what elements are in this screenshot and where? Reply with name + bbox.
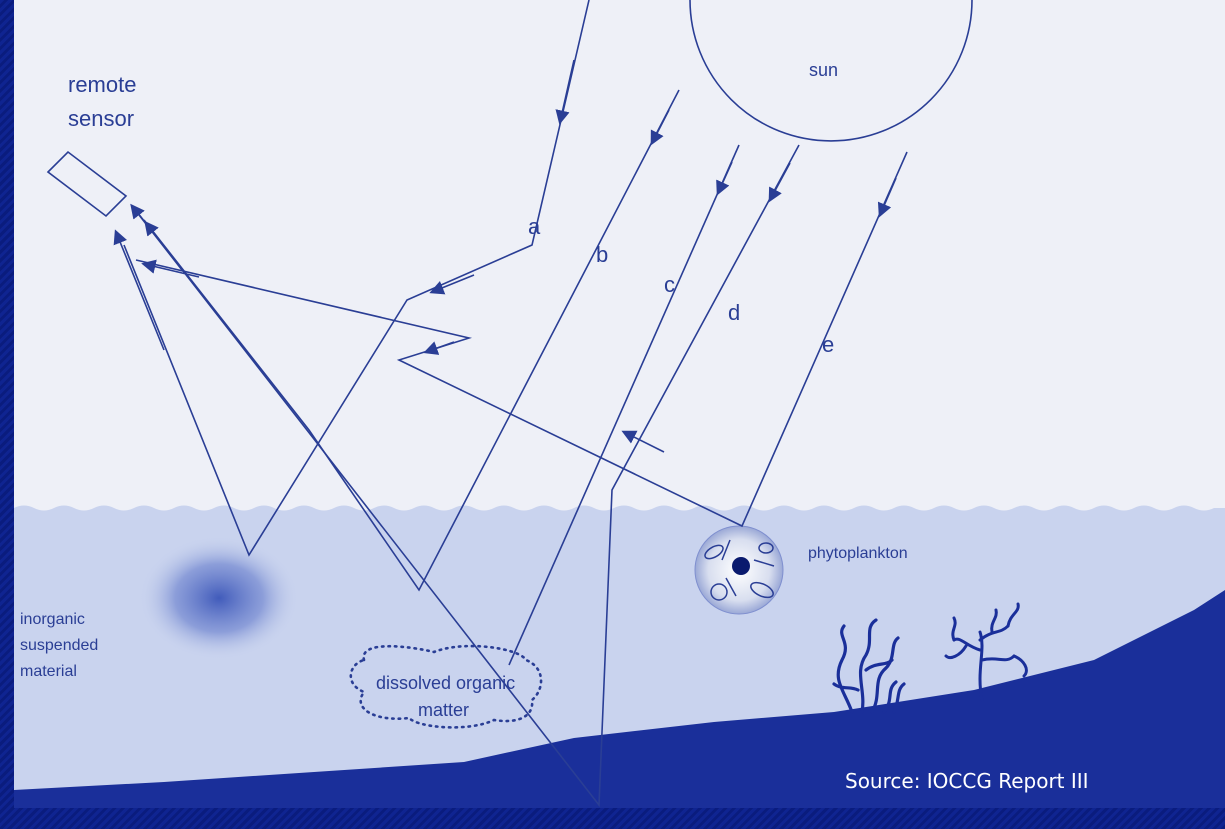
sun-label: sun <box>809 60 838 80</box>
ray-e-label: e <box>822 332 834 357</box>
inorganic-label-2: suspended <box>20 637 98 654</box>
ocean-color-diagram: sun remote sensor inorganic suspended ma… <box>14 0 1225 808</box>
ray-a <box>124 0 589 555</box>
phytoplankton-cluster <box>695 526 783 614</box>
remote-sensor-label-1: remote <box>68 72 136 97</box>
dom-label-1: dissolved organic <box>376 673 515 693</box>
ray-c-label: c <box>664 272 675 297</box>
ray-d-label: d <box>728 300 740 325</box>
inorganic-cloud <box>139 536 299 660</box>
inorganic-label-1: inorganic <box>20 611 85 628</box>
source-credit: Source: IOCCG Report III <box>845 769 1089 793</box>
remote-sensor-label-2: sensor <box>68 106 134 131</box>
inorganic-label-3: material <box>20 663 77 680</box>
ray-e <box>136 152 907 526</box>
ray-a-label: a <box>528 214 541 239</box>
diagram-panel: sun remote sensor inorganic suspended ma… <box>14 0 1225 808</box>
remote-sensor-icon <box>48 152 126 216</box>
phytoplankton-label: phytoplankton <box>808 545 908 562</box>
ray-b-label: b <box>596 242 608 267</box>
dom-label-2: matter <box>418 700 469 720</box>
